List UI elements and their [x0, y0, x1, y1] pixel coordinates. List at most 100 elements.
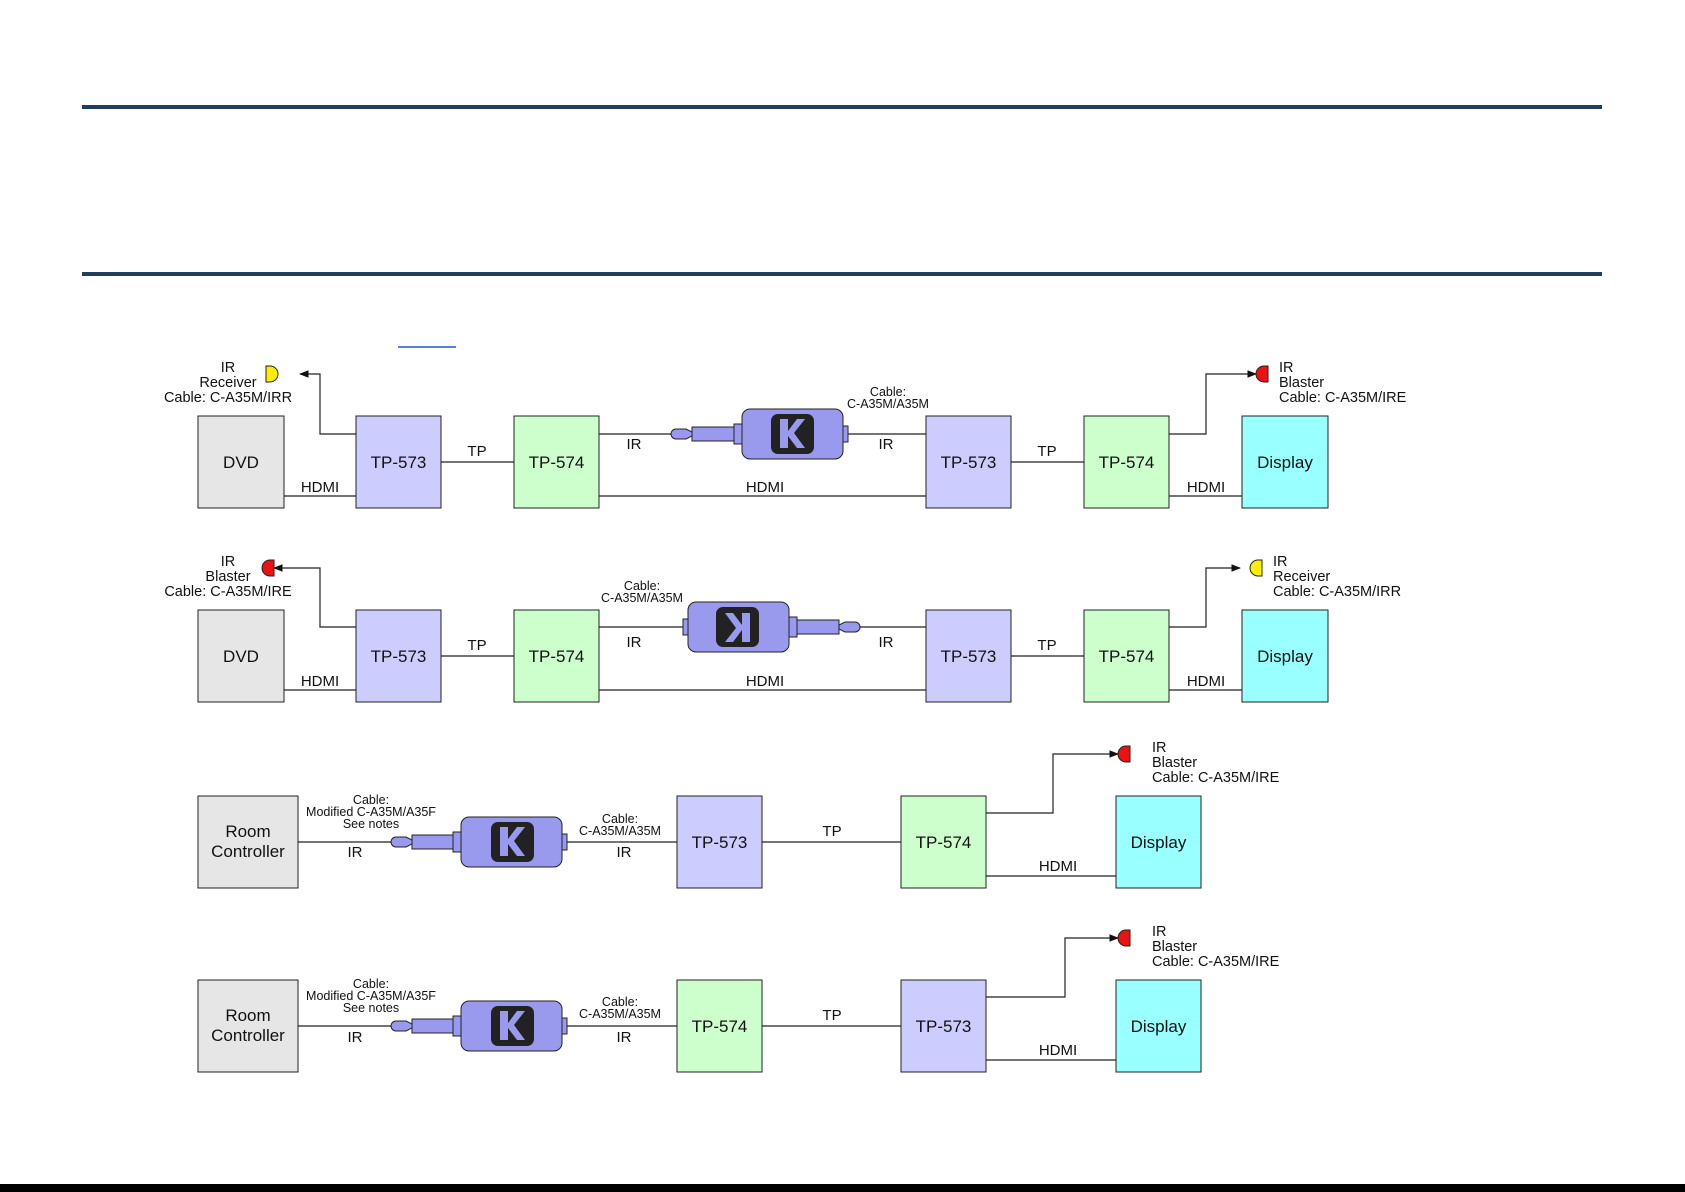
- ir-receiver-note: IR: [221, 360, 236, 376]
- diagram-dvd-blaster-left: DVD TP-573 TP-574 TP-573 TP-574 Display …: [164, 554, 1401, 703]
- ir-receiver-icon: [1249, 559, 1263, 577]
- cable-label: Cable:: [870, 385, 906, 399]
- tp573-box: [676, 795, 763, 889]
- ir-blaster-icon: [1117, 745, 1131, 763]
- ir-blaster-note: IR: [1279, 360, 1294, 376]
- tp573-box: [925, 609, 1012, 703]
- adapter-jack: [682, 618, 689, 636]
- dvd-label: DVD: [223, 453, 259, 472]
- cable-label: Cable:: [353, 793, 389, 807]
- ir-receiver-icon: [265, 365, 279, 383]
- tp574-label: TP-574: [916, 833, 972, 852]
- tp573-label: TP-573: [371, 453, 427, 472]
- display-label: Display: [1257, 453, 1313, 472]
- tp574-box: [513, 415, 600, 509]
- room-controller-box: [197, 795, 299, 889]
- room-controller-box: [197, 979, 299, 1073]
- tp574-box: [900, 795, 987, 889]
- cable-label: Modified C-A35M/A35F: [306, 989, 436, 1003]
- room-controller-label: Controller: [211, 1026, 285, 1045]
- ir-receiver-note: Cable: C-A35M/IRR: [1273, 584, 1401, 600]
- adapter-jack: [561, 833, 568, 851]
- tp574-label: TP-574: [692, 1017, 748, 1036]
- tp-label: TP: [822, 823, 841, 840]
- ir-receiver-wire: [1169, 564, 1241, 628]
- ir-blaster-icon: [1255, 365, 1269, 383]
- tp574-box: [1083, 609, 1170, 703]
- cable-label: Modified C-A35M/A35F: [306, 805, 436, 819]
- tp573-label: TP-573: [692, 833, 748, 852]
- dvd-box: [197, 415, 285, 509]
- tp-label: TP: [1037, 443, 1056, 460]
- hdmi-label: HDMI: [1187, 479, 1225, 496]
- tp574-label: TP-574: [529, 647, 585, 666]
- tp574-box: [676, 979, 763, 1073]
- display-box: [1241, 609, 1329, 703]
- ir-label: IR: [879, 436, 894, 453]
- display-box: [1115, 979, 1202, 1073]
- adapter-collar: [788, 616, 798, 638]
- ir-adapter: [390, 1000, 568, 1052]
- display-box: [1115, 795, 1202, 889]
- ir-adapter: [670, 408, 849, 460]
- ir-label: IR: [879, 634, 894, 651]
- diagram-room-controller-tp573: Room Controller TP-573 TP-574 Display IR…: [197, 740, 1280, 889]
- room-controller-label: Room: [225, 1006, 270, 1025]
- ir-blaster-note: Blaster: [1152, 755, 1197, 771]
- tp574-label: TP-574: [1099, 647, 1155, 666]
- adapter-plug: [670, 428, 693, 440]
- ir-blaster-wire: [1169, 370, 1257, 435]
- display-label: Display: [1131, 1017, 1187, 1036]
- tp574-box: [513, 609, 600, 703]
- ir-blaster-note: Cable: C-A35M/IRE: [164, 584, 292, 600]
- hdmi-label: HDMI: [1039, 858, 1077, 875]
- kramer-k-icon: [500, 827, 525, 856]
- kramer-k-icon: [500, 1011, 525, 1040]
- display-label: Display: [1257, 647, 1313, 666]
- dvd-label: DVD: [223, 647, 259, 666]
- ir-blaster-note: IR: [1152, 924, 1167, 940]
- ir-blaster-wire: [986, 750, 1119, 814]
- tp573-box: [355, 415, 442, 509]
- ir-label: IR: [627, 634, 642, 651]
- ir-blaster-note: IR: [221, 554, 236, 570]
- cable-label: C-A35M/A35M: [601, 591, 683, 605]
- tp574-label: TP-574: [529, 453, 585, 472]
- ir-blaster-note: IR: [1152, 740, 1167, 756]
- hdmi-label: HDMI: [1187, 673, 1225, 690]
- adapter-jack: [842, 425, 849, 443]
- adapter-stem: [411, 1018, 454, 1034]
- tp-label: TP: [822, 1007, 841, 1024]
- dvd-box: [197, 609, 285, 703]
- tp574-box: [1083, 415, 1170, 509]
- ir-label: IR: [617, 844, 632, 861]
- ir-label: IR: [348, 1029, 363, 1046]
- adapter-collar: [452, 831, 462, 853]
- cable-label: C-A35M/A35M: [579, 824, 661, 838]
- adapter-plug: [390, 1020, 413, 1032]
- room-controller-label: Controller: [211, 842, 285, 861]
- adapter-collar: [452, 1015, 462, 1037]
- ir-adapter: [390, 816, 568, 868]
- tp573-label: TP-573: [371, 647, 427, 666]
- display-box: [1241, 415, 1329, 509]
- ir-blaster-note: Blaster: [205, 569, 250, 585]
- cable-label: Cable:: [602, 812, 638, 826]
- tp-label: TP: [467, 637, 486, 654]
- cable-label: Cable:: [602, 995, 638, 1009]
- ir-label: IR: [617, 1029, 632, 1046]
- adapter-stem: [691, 426, 735, 442]
- tp574-label: TP-574: [1099, 453, 1155, 472]
- cable-label: Cable:: [353, 977, 389, 991]
- adapter-stem: [796, 619, 840, 635]
- ir-receiver-note: Receiver: [1273, 569, 1330, 585]
- diagram-dvd-receiver-left: DVD TP-573 TP-574 TP-573 TP-574 Display …: [164, 360, 1407, 509]
- kramer-k-icon: [725, 613, 750, 642]
- ir-blaster-icon: [1117, 929, 1131, 947]
- ir-blaster-note: Blaster: [1152, 939, 1197, 955]
- tp573-box: [355, 609, 442, 703]
- tp573-label: TP-573: [916, 1017, 972, 1036]
- ir-label: IR: [348, 844, 363, 861]
- hdmi-label: HDMI: [1039, 1042, 1077, 1059]
